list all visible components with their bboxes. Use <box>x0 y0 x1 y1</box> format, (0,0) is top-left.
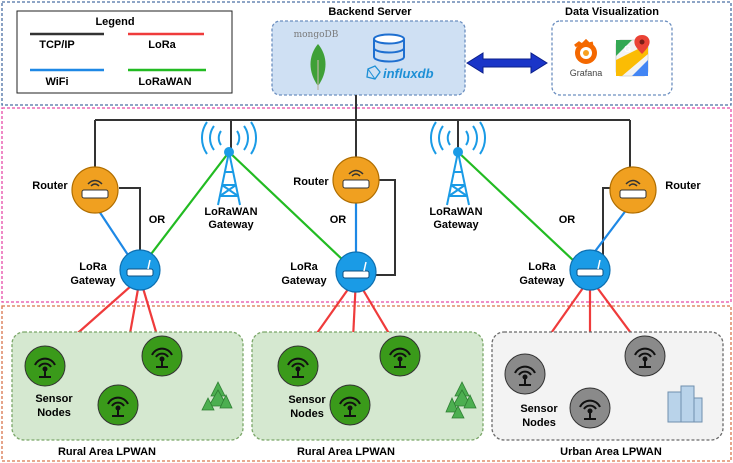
influxdb-logo-icon <box>366 65 381 80</box>
or-label-left: OR <box>149 214 166 226</box>
sensor-node-icon <box>329 384 371 426</box>
or-label-right: OR <box>559 214 576 226</box>
sensor-node-icon <box>141 335 183 377</box>
backend-section-frame <box>1 1 732 106</box>
sensor-node-icon <box>97 384 139 426</box>
rural-area-box-middle <box>251 331 484 441</box>
router-left <box>71 166 119 214</box>
legend-label-wifi: WiFi <box>45 76 68 88</box>
lora-gateway-label-left-line1: LoRa <box>79 261 107 273</box>
sensor-nodes-label-left-line2: Nodes <box>37 407 71 419</box>
lora-gateway-label-middle-line2: Gateway <box>281 275 327 287</box>
grafana-label: Grafana <box>570 68 603 78</box>
lora-gateway-label-right-line1: LoRa <box>528 261 556 273</box>
svg-text:G: G <box>624 44 631 54</box>
rural-area-box-left <box>11 331 244 441</box>
lora-gateway-label-right-line2: Gateway <box>519 275 565 287</box>
sensor-nodes-label-middle-line2: Nodes <box>290 408 324 420</box>
router-label-middle: Router <box>293 176 329 188</box>
or-label-middle: OR <box>330 214 347 226</box>
sensor-node-icon <box>24 345 66 387</box>
lora-gateway-right <box>569 249 611 291</box>
visualization-title: Data Visualization <box>565 6 659 18</box>
sensor-node-icon <box>569 387 611 429</box>
lorawan-connections <box>144 151 576 263</box>
bidirectional-arrow <box>466 52 548 74</box>
sensor-section-frame <box>1 305 732 462</box>
sensor-nodes-label-right-line1: Sensor <box>520 403 558 415</box>
mongodb-label: mongoDB <box>294 30 339 40</box>
lorawan-gateway-tower-right <box>429 121 487 206</box>
lorawan-gateway-label-right-line2: Gateway <box>433 219 479 231</box>
influxdb-label: influxdb <box>383 66 434 81</box>
lora-gateway-middle <box>335 251 377 293</box>
trees-icon-left <box>201 381 233 411</box>
sensor-nodes-label-left-line1: Sensor <box>35 393 73 405</box>
legend: Legend TCP/IP LoRa WiFi LoRaWAN <box>16 10 233 94</box>
legend-label-tcp: TCP/IP <box>39 39 74 51</box>
visualization-box: Grafana G <box>551 20 673 96</box>
lora-gateway-left <box>119 249 161 291</box>
lorawan-gateway-label-left-line1: LoRaWAN <box>204 206 257 218</box>
legend-label-lorawan: LoRaWAN <box>138 76 191 88</box>
sensor-nodes <box>24 335 666 429</box>
lorawan-gateway-label-right-line1: LoRaWAN <box>429 206 482 218</box>
google-maps-icon: G <box>615 35 650 77</box>
grafana-icon <box>574 38 597 64</box>
sensor-node-icon <box>379 335 421 377</box>
legend-title: Legend <box>95 16 134 28</box>
sensor-nodes-label-middle-line1: Sensor <box>288 394 326 406</box>
sensor-node-icon <box>277 345 319 387</box>
building-icon <box>667 385 703 423</box>
legend-box <box>16 10 233 94</box>
legend-label-lora: LoRa <box>148 39 176 51</box>
gateway-section-frame <box>1 107 732 303</box>
lora-gateway-label-middle-line1: LoRa <box>290 261 318 273</box>
urban-area-label: Urban Area LPWAN <box>560 446 662 458</box>
backend-title: Backend Server <box>328 6 412 18</box>
database-icon <box>373 33 405 63</box>
router-label-right: Router <box>665 180 701 192</box>
lorawan-gateway-label-left-line2: Gateway <box>208 219 254 231</box>
sensor-node-icon <box>624 335 666 377</box>
wifi-connections <box>94 200 631 259</box>
router-right <box>609 166 657 214</box>
lorawan-gateway-tower-left <box>200 121 258 206</box>
rural-area-label-middle: Rural Area LPWAN <box>297 446 395 458</box>
lora-gateway-label-left-line2: Gateway <box>70 275 116 287</box>
router-label-left: Router <box>32 180 68 192</box>
sensor-nodes-label-right-line2: Nodes <box>522 417 556 429</box>
trees-icon-middle <box>445 381 477 419</box>
backend-server-box: mongoDB influxdb <box>271 20 466 96</box>
router-middle <box>332 156 380 204</box>
rural-area-label-left: Rural Area LPWAN <box>58 446 156 458</box>
sensor-node-icon <box>504 353 546 395</box>
